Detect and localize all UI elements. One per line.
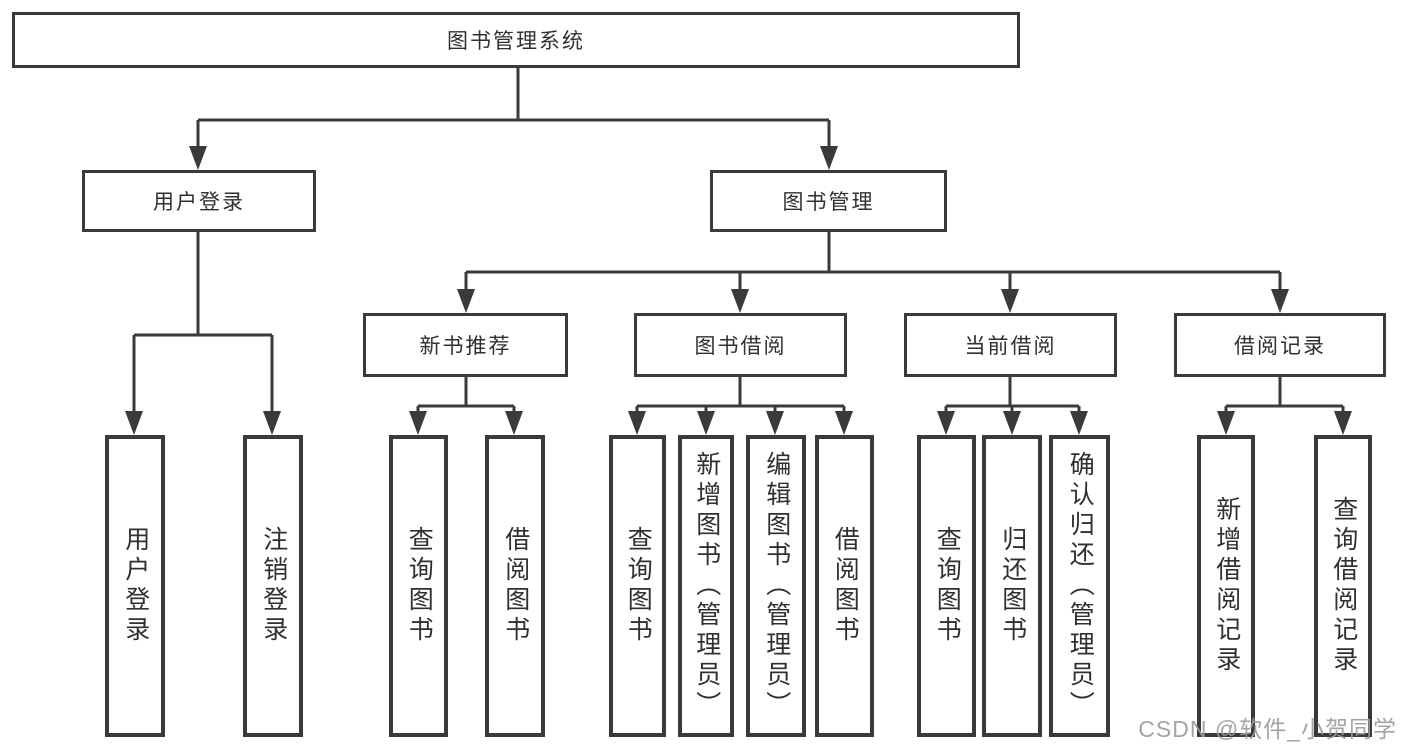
arrow-down-icon <box>263 411 281 435</box>
arrow-down-icon <box>457 289 475 313</box>
leaf-query-books-2: 查询图书 <box>609 435 666 737</box>
leaf-add-books-admin: 新增图书（管理员） <box>678 435 734 737</box>
leaf-query-books-1: 查询图书 <box>389 435 448 737</box>
arrow-down-icon <box>505 411 523 435</box>
arrow-down-icon <box>697 411 715 435</box>
node-user-login: 用户登录 <box>82 170 316 232</box>
leaf-user-login: 用户登录 <box>105 435 165 737</box>
watermark: CSDN @软件_小贺同学 <box>1138 716 1397 742</box>
leaf-logout: 注销登录 <box>243 435 303 737</box>
arrow-down-icon <box>1003 411 1021 435</box>
leaf-return-books: 归还图书 <box>982 435 1042 737</box>
arrow-down-icon <box>125 411 143 435</box>
arrow-down-icon <box>1001 289 1019 313</box>
arrow-down-icon <box>1334 411 1352 435</box>
arrow-down-icon <box>409 411 427 435</box>
leaf-add-borrow-record: 新增借阅记录 <box>1197 435 1255 737</box>
node-book-management: 图书管理 <box>710 170 947 232</box>
node-new-book-recommend: 新书推荐 <box>363 313 568 377</box>
arrow-down-icon <box>1217 411 1235 435</box>
leaf-query-borrow-record: 查询借阅记录 <box>1314 435 1372 737</box>
arrow-down-icon <box>1070 411 1088 435</box>
leaf-borrow-books-1: 借阅图书 <box>485 435 545 737</box>
node-library-system: 图书管理系统 <box>12 12 1020 68</box>
arrow-down-icon <box>1271 289 1289 313</box>
leaf-query-books-3: 查询图书 <box>917 435 976 737</box>
leaf-edit-books-admin: 编辑图书（管理员） <box>746 435 806 737</box>
node-borrow-record: 借阅记录 <box>1174 313 1386 377</box>
arrow-down-icon <box>835 411 853 435</box>
arrow-down-icon <box>731 289 749 313</box>
arrow-down-icon <box>628 411 646 435</box>
arrow-down-icon <box>189 146 207 170</box>
leaf-borrow-books-2: 借阅图书 <box>815 435 874 737</box>
arrow-down-icon <box>766 411 784 435</box>
leaf-confirm-return-admin: 确认归还（管理员） <box>1049 435 1110 737</box>
arrow-down-icon <box>937 411 955 435</box>
node-book-borrow: 图书借阅 <box>634 313 847 377</box>
arrow-down-icon <box>820 146 838 170</box>
node-current-borrow: 当前借阅 <box>904 313 1117 377</box>
